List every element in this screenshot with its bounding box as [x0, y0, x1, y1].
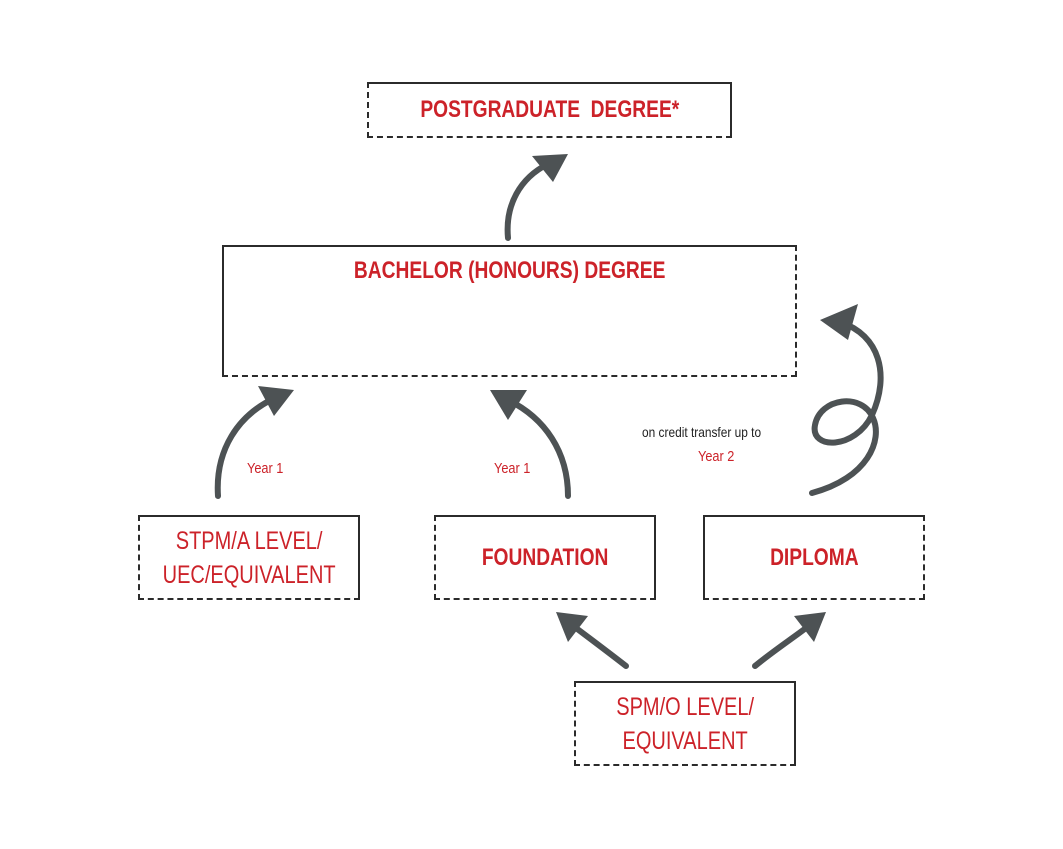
arrow-bachelor-to-postgraduate — [504, 154, 568, 241]
stpm-label-line1: STPM/A LEVEL/ — [175, 526, 323, 555]
spm-box: SPM/O LEVEL/ EQUIVALENT — [574, 681, 796, 766]
stpm-label: STPM/A LEVEL/ UEC/EQUIVALENT — [163, 524, 336, 592]
spm-label: SPM/O LEVEL/ EQUIVALENT — [616, 690, 754, 758]
bachelor-degree-label: BACHELOR (HONOURS) DEGREE — [353, 257, 666, 284]
postgraduate-degree-label: POSTGRADUATE DEGREE* — [420, 96, 679, 123]
bachelor-degree-box: BACHELOR (HONOURS) DEGREE — [222, 245, 797, 377]
stpm-label-line2: UEC/EQUIVALENT — [162, 560, 336, 589]
stpm-box: STPM/A LEVEL/ UEC/EQUIVALENT — [138, 515, 360, 600]
diploma-year2-label: Year 2 — [698, 448, 735, 465]
credit-transfer-note: on credit transfer up to — [642, 424, 762, 440]
stpm-year1-label: Year 1 — [247, 460, 284, 477]
spm-label-line2: EQUIVALENT — [622, 726, 748, 755]
arrow-foundation-to-bachelor — [490, 390, 571, 499]
postgraduate-degree-box: POSTGRADUATE DEGREE* — [367, 82, 732, 138]
arrow-spm-to-diploma — [752, 612, 826, 669]
arrow-diploma-to-bachelor — [809, 304, 884, 496]
spm-label-line1: SPM/O LEVEL/ — [616, 692, 754, 721]
foundation-box: FOUNDATION — [434, 515, 656, 600]
foundation-label: FOUNDATION — [481, 543, 609, 571]
diploma-box: DIPLOMA — [703, 515, 925, 600]
foundation-year1-label: Year 1 — [494, 460, 531, 477]
arrow-spm-to-foundation — [556, 612, 629, 669]
diploma-label: DIPLOMA — [769, 543, 859, 571]
arrow-stpm-to-bachelor — [214, 386, 294, 499]
